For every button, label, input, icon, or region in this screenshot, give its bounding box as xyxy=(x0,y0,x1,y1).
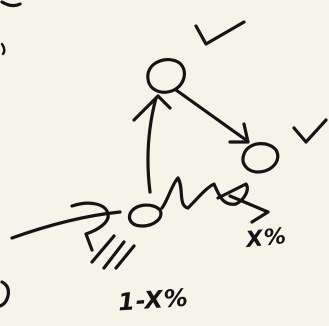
edge-label-one-minus-x-percent: 1-X% xyxy=(117,283,190,317)
arrowhead-top-node-icon xyxy=(132,94,172,122)
corner-stroke-top-left xyxy=(0,0,22,8)
node-top xyxy=(146,58,186,94)
slash-3 xyxy=(114,244,136,270)
check-mark-top-icon xyxy=(194,20,246,46)
node-bottom xyxy=(127,203,163,228)
arrowhead-incoming-icon xyxy=(70,201,110,252)
slash-1 xyxy=(90,234,116,264)
edge-bottom-to-top xyxy=(146,96,158,194)
edge-top-to-right xyxy=(174,88,248,142)
arrowhead-right-node-icon xyxy=(228,122,250,144)
edge-tick-left xyxy=(0,42,6,56)
node-right xyxy=(241,142,280,174)
slash-2 xyxy=(102,240,126,270)
scribble-tail xyxy=(228,194,270,224)
partial-glyph-bottom-left xyxy=(0,280,10,308)
loop-scribble xyxy=(160,176,249,210)
edge-label-x-percent: X% xyxy=(244,223,289,254)
check-mark-right-icon xyxy=(292,118,328,144)
